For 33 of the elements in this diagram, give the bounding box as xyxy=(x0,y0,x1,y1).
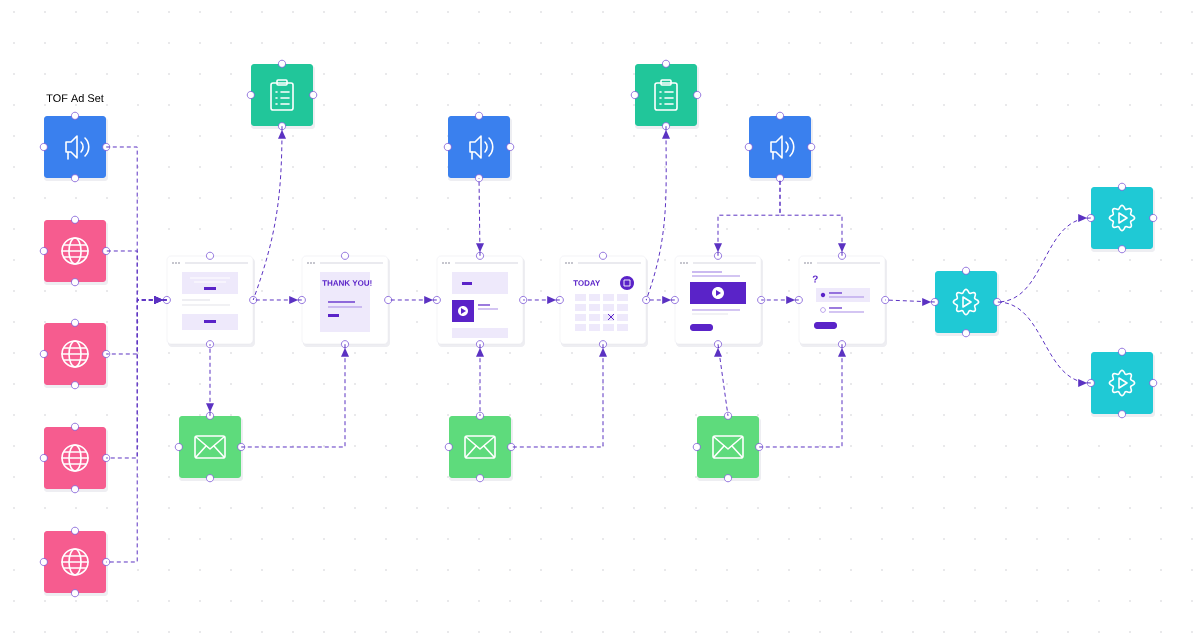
arrow xyxy=(510,343,607,448)
arrow xyxy=(522,296,561,304)
globe-tile xyxy=(39,422,111,494)
megaphone-tile xyxy=(744,111,816,183)
arrow xyxy=(758,343,846,448)
arrow xyxy=(884,298,936,306)
web-page-mockup: ? xyxy=(794,251,890,349)
clipboard-tile xyxy=(630,59,702,131)
envelope-tile xyxy=(692,411,764,483)
web-page-mockup xyxy=(162,251,258,349)
arrow xyxy=(476,177,484,257)
globe-tile xyxy=(39,526,111,598)
arrow xyxy=(240,343,349,448)
gear-tile xyxy=(1086,182,1158,254)
envelope-tile xyxy=(444,411,516,483)
globe-tile xyxy=(39,215,111,287)
gear-tile xyxy=(930,266,1002,338)
megaphone-tile xyxy=(443,111,515,183)
arrow xyxy=(760,296,800,304)
arrow xyxy=(105,296,168,563)
web-page-mockup xyxy=(432,251,528,349)
envelope-tile xyxy=(174,411,246,483)
arrow xyxy=(996,301,1092,387)
arrow xyxy=(206,343,214,417)
gear-tile xyxy=(1086,347,1158,419)
clipboard-tile xyxy=(246,59,318,131)
arrow xyxy=(645,296,676,304)
arrow xyxy=(476,343,484,417)
node-heading: TOF Ad Set xyxy=(46,94,104,102)
arrow xyxy=(252,125,286,301)
web-page-mockup xyxy=(670,251,766,349)
globe-tile xyxy=(39,318,111,390)
arrow xyxy=(714,343,729,417)
